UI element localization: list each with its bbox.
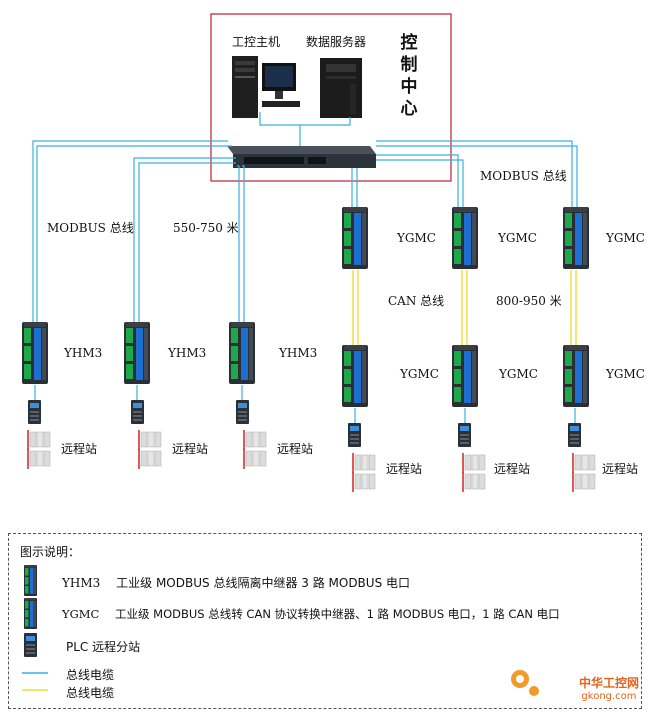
plc-station-icon [28, 400, 41, 424]
distance-label-left: 550-750 米 [173, 221, 239, 235]
legend-code: YHM3 [62, 576, 101, 590]
yhm3-label: YHM3 [168, 346, 207, 360]
remote-rack-icon [138, 429, 162, 470]
plc-station-icon [568, 423, 581, 447]
watermark-brand: 中华工控网 [578, 676, 639, 690]
remote-station-label: 远程站 [494, 462, 531, 476]
ygmc-label: YGMC [498, 231, 537, 245]
watermark-url: gkong.com [581, 691, 637, 702]
legend-item-plc: PLC 远程分站 [66, 640, 141, 654]
legend-code: YGMC [62, 607, 100, 621]
remote-station-label: 远程站 [386, 462, 423, 476]
plc-station-icon [236, 400, 249, 424]
ygmc-device-icon [452, 207, 478, 269]
yhm3-device-icon [22, 322, 48, 384]
yhm3-device-icon [124, 322, 150, 384]
legend-item-yellow-cable: 总线电缆 [66, 686, 115, 700]
ygmc-label: YGMC [400, 367, 439, 381]
remote-rack-icon [352, 452, 376, 493]
ygmc-label: YGMC [397, 231, 436, 245]
ygmc-device-icon [342, 345, 368, 407]
remote-rack-icon [572, 452, 596, 493]
plc-station-icon [131, 400, 144, 424]
data-server-icon [320, 58, 362, 118]
remote-station-label: 远程站 [172, 442, 209, 456]
remote-rack-icon [462, 452, 486, 493]
ygmc-label: YGMC [499, 367, 538, 381]
distance-label-right: 800-950 米 [496, 294, 562, 308]
control-center-title: 控 制 中 心 [400, 33, 418, 119]
watermark: 中华工控网 gkong.com [579, 674, 639, 702]
legend-item-yhm3: YHM3 工业级 MODBUS 总线隔离中继器 3 路 MODBUS 电口 [62, 574, 410, 591]
ygmc-device-icon [563, 207, 589, 269]
modbus-bus-label-left: MODBUS 总线 [47, 221, 134, 235]
ygmc-device-icon [342, 207, 368, 269]
can-cables [352, 270, 577, 345]
modbus-bus-label-right: MODBUS 总线 [480, 169, 567, 183]
watermark-gear-icon [511, 670, 539, 696]
yhm3-label: YHM3 [64, 346, 103, 360]
ygmc-label: YGMC [606, 367, 645, 381]
modbus-cables [32, 140, 578, 423]
remote-station-label: 远程站 [602, 462, 639, 476]
yhm3-device-icon [229, 322, 255, 384]
legend-box [8, 533, 642, 709]
network-switch-icon [227, 146, 376, 168]
remote-rack-icon [27, 429, 51, 470]
ygmc-device-icon [563, 345, 589, 407]
plc-station-icon [458, 423, 471, 447]
legend-item-blue-cable: 总线电缆 [66, 668, 115, 682]
can-bus-label: CAN 总线 [388, 294, 445, 308]
server-label: 数据服务器 [306, 35, 367, 49]
pc-label: 工控主机 [232, 35, 281, 49]
ygmc-label: YGMC [606, 231, 645, 245]
legend-item-ygmc: YGMC 工业级 MODBUS 总线转 CAN 协议转换中继器、1 路 MODB… [62, 606, 560, 622]
remote-rack-icon [243, 429, 267, 470]
legend-desc: 工业级 MODBUS 总线隔离中继器 3 路 MODBUS 电口 [116, 576, 411, 590]
remote-station-label: 远程站 [277, 442, 314, 456]
legend-title: 图示说明： [20, 545, 81, 559]
legend-desc: 工业级 MODBUS 总线转 CAN 协议转换中继器、1 路 MODBUS 电口… [115, 607, 560, 621]
yhm3-label: YHM3 [279, 346, 318, 360]
ygmc-device-icon [452, 345, 478, 407]
plc-station-icon [348, 423, 361, 447]
control-center-box [210, 13, 452, 182]
remote-station-label: 远程站 [61, 442, 98, 456]
industrial-pc-icon [232, 56, 300, 118]
